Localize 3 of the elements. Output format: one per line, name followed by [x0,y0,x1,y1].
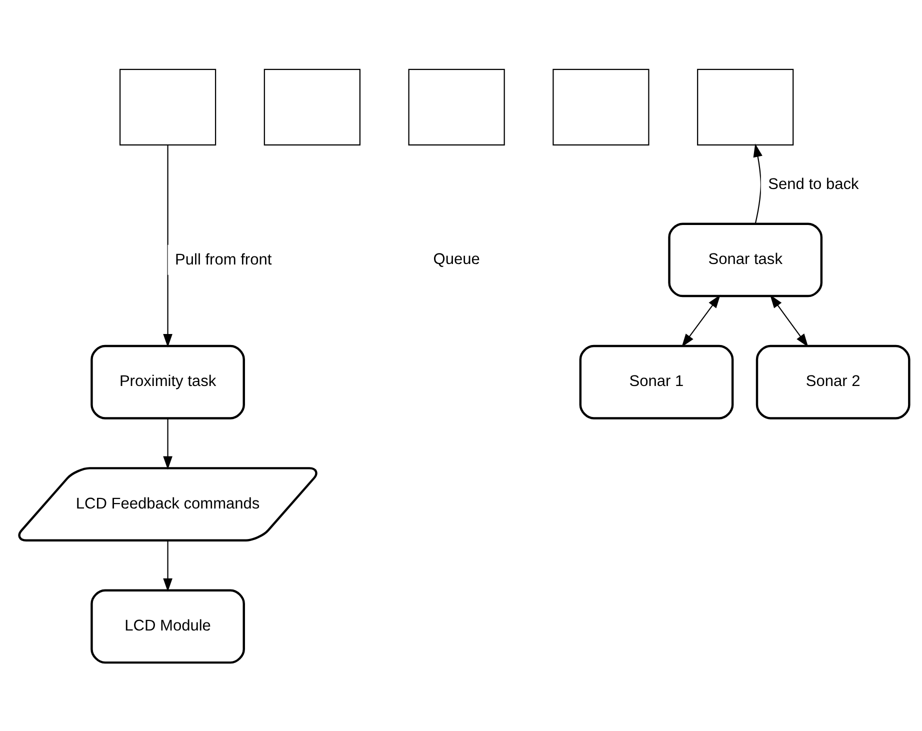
edge-label: Pull from front [175,251,272,268]
edge-label: Send to back [768,176,859,193]
label: Queue [433,250,480,268]
